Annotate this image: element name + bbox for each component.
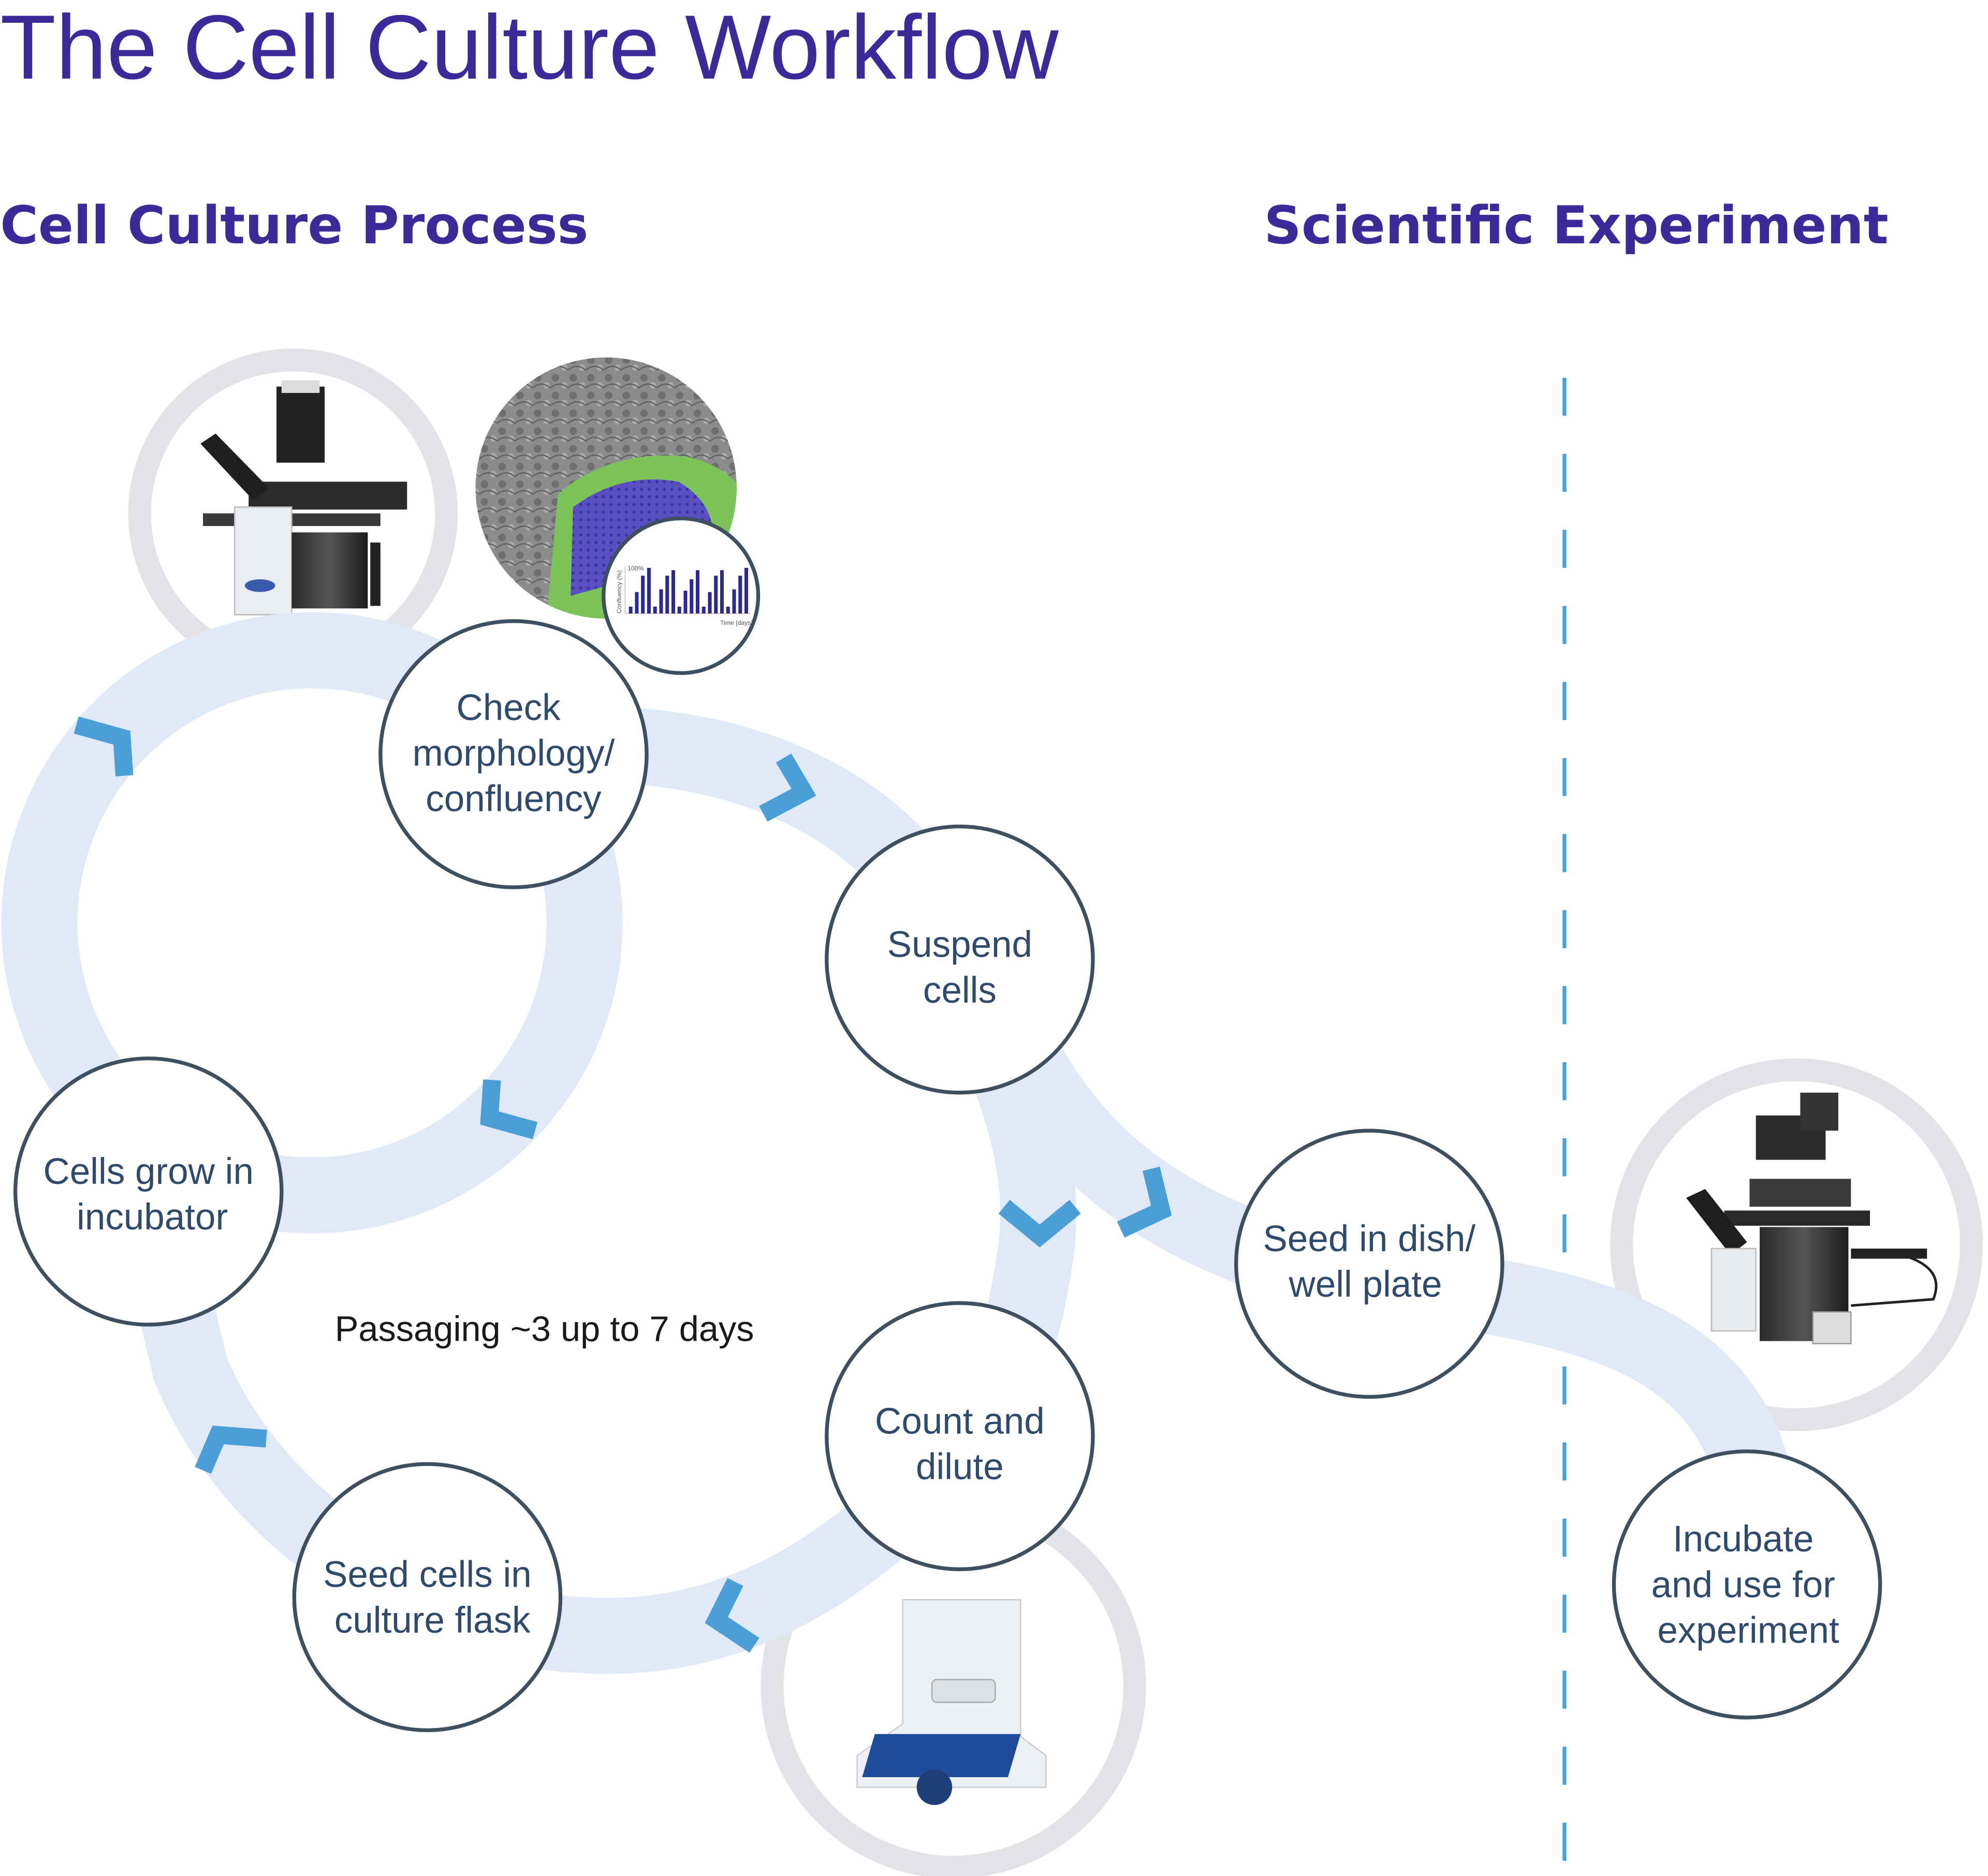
chart-bar [635, 592, 639, 614]
chart-bar [671, 570, 676, 614]
chart-bar [744, 567, 749, 614]
arrow-icon [74, 716, 134, 776]
section-heading-experiment: Scientific Experiment [1264, 195, 1889, 256]
chart-bar [732, 589, 736, 614]
passaging-loop-band [1, 612, 623, 1234]
chart-ytick: 100% [627, 565, 644, 572]
chart-bar [726, 606, 730, 614]
chart-bar [708, 592, 712, 614]
arrow-icon [998, 1199, 1081, 1248]
arrow-icon [705, 1578, 759, 1653]
section-heading-process: Cell Culture Process [0, 195, 588, 256]
chart-bar [641, 575, 645, 614]
chart-bar [738, 575, 742, 614]
chart-bar [690, 579, 694, 614]
arrow-icon [195, 1425, 267, 1474]
passaging-note: Passaging ~3 up to 7 days [335, 1309, 754, 1349]
arrow-icon [480, 1079, 538, 1139]
research-microscope-icon [1686, 1092, 1938, 1344]
chart-bar [683, 591, 688, 614]
chart-bar [701, 606, 706, 614]
chart-bar [677, 606, 681, 614]
inverted-microscope-icon [200, 380, 407, 615]
chart-bar [665, 575, 669, 614]
flow-arrows [74, 716, 1172, 1653]
chart-bar [653, 606, 657, 614]
cell-counter-icon [856, 1599, 1047, 1805]
microscope-ring [128, 348, 458, 679]
step-seed-dish: Seed in dish/well plate [1234, 1128, 1504, 1399]
chart-bar [720, 570, 724, 614]
chart-ylabel: Confluency (%) [616, 570, 623, 614]
research-microscope-ring [1610, 1058, 1983, 1431]
chart-bar [647, 567, 651, 614]
chart-bar [714, 575, 718, 614]
svg-text:Seed in dish/well plate: Seed in dish/well plate [1263, 1219, 1476, 1305]
confluency-chart-inset: 100% Confluency (%) Time [days] [602, 516, 761, 675]
chart-xlabel: Time [days] [720, 619, 753, 626]
chart-bar [695, 570, 700, 614]
page-title: The Cell Culture Workflow [0, 0, 1059, 98]
arrow-icon [759, 753, 816, 822]
arrow-icon [1117, 1166, 1172, 1238]
chart-bar [628, 606, 633, 614]
chart-bar [659, 589, 663, 614]
